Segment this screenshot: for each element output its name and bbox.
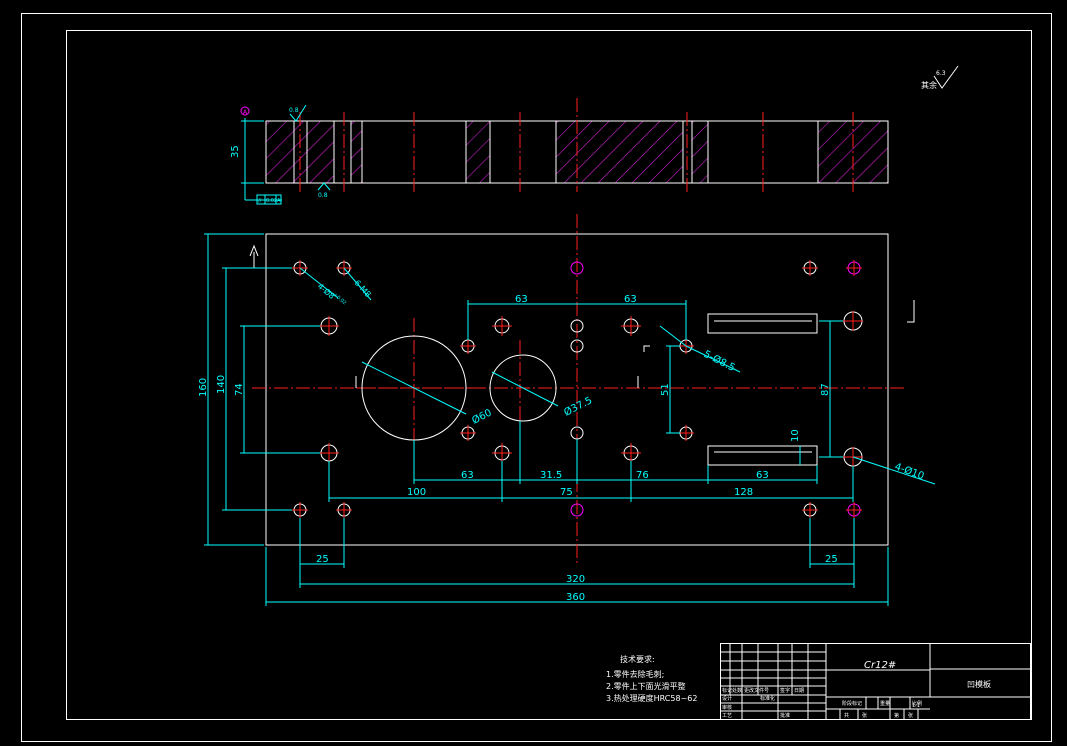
dim-overall-length: 360	[566, 592, 585, 603]
roughness-bottom: 0.8	[318, 192, 328, 199]
tb-total: 共	[844, 712, 849, 719]
tb-header-doc: 更改文件号	[744, 687, 769, 694]
tb-header-sign: 签字	[780, 687, 790, 694]
dim-big-hole: Ø60	[470, 407, 494, 427]
roughness-general-value: 6.3	[936, 70, 946, 77]
tol-value: 0.02	[266, 198, 277, 204]
dim-top-63b: 63	[624, 294, 637, 305]
dim-pin-holes-tol: +0.02	[332, 292, 348, 306]
tb-scale: 1:1	[912, 703, 920, 709]
dim-chain2-63b: 63	[756, 470, 769, 481]
dimension-lines	[204, 233, 936, 606]
dim-vertical-87: 87	[820, 383, 831, 396]
material: Cr12#	[864, 660, 896, 671]
general-roughness: 其余 6.3	[921, 65, 959, 90]
tech-requirements: 技术要求: 1.零件去除毛刺; 2.零件上下面光滑平整 3.热处理硬度HRC58…	[606, 654, 697, 703]
dim-chain-128: 128	[734, 487, 753, 498]
small-holes	[293, 261, 863, 517]
dim-inner-span-width: 74	[234, 383, 245, 396]
tb-stage: 阶段标记	[842, 700, 862, 707]
dim-thickness: 35	[230, 145, 241, 158]
dim-overall-width: 160	[198, 378, 209, 397]
roughness-symbol-icon	[933, 65, 959, 89]
dim-chain-75: 75	[560, 487, 573, 498]
tb-weight: 重量	[880, 700, 890, 707]
title-block	[720, 643, 1031, 720]
dim-slot-width: 10	[790, 429, 801, 442]
tb-sheets-2: 张	[908, 712, 913, 719]
tech-req-title: 技术要求:	[620, 654, 655, 664]
part-name: 凹模板	[967, 679, 991, 689]
dim-left-offset: 25	[316, 554, 329, 565]
tb-header-date: 日期	[794, 688, 804, 694]
dim-hole-span-length: 320	[566, 574, 585, 585]
dim-hole-span-width: 140	[216, 375, 227, 394]
tb-scale-label: 比例	[912, 700, 922, 707]
dim-chain2-31-5: 31.5	[540, 470, 562, 481]
dim-top-63a: 63	[515, 294, 528, 305]
section-view: 35 A // 0.02 A 0.8 0.8	[230, 98, 889, 205]
dim-bolt-holes: 4-Ø10	[893, 461, 926, 483]
tb-page: 第	[894, 712, 899, 719]
roughness-top-icon	[289, 104, 307, 122]
tb-std: 标准化	[760, 695, 775, 702]
tb-header-mark: 标记	[722, 687, 732, 694]
tol-datum: A	[277, 198, 281, 204]
plan-view	[249, 214, 915, 566]
dim-mid-hole: Ø37.5	[562, 394, 594, 418]
roughness-bottom-icon	[317, 182, 331, 191]
dim-right-offset: 25	[825, 554, 838, 565]
dim-small-holes: 5-Ø8.5	[702, 348, 738, 374]
tech-req-item-3: 3.热处理硬度HRC58~62	[606, 693, 697, 703]
tb-row-process: 工艺	[722, 713, 732, 719]
tol-symbol: //	[258, 198, 262, 204]
outer-frame	[21, 13, 1052, 742]
tb-approve: 批准	[780, 712, 790, 719]
dim-chain-100: 100	[407, 487, 426, 498]
roughness-top: 0.8	[289, 107, 299, 114]
inner-frame	[66, 30, 1032, 720]
hole-37-5	[489, 354, 557, 422]
dim-chain2-76: 76	[636, 470, 649, 481]
tb-row-review: 审核	[722, 704, 732, 711]
dim-thread-holes: 6-M8	[353, 278, 373, 299]
roughness-general-label: 其余	[921, 80, 937, 90]
tb-sheets-1: 张	[862, 712, 867, 719]
tech-req-item-1: 1.零件去除毛刺;	[606, 669, 664, 679]
tech-req-item-2: 2.零件上下面光滑平整	[606, 681, 686, 691]
datum-a-icon	[240, 106, 250, 116]
tb-row-design: 设计	[722, 695, 732, 702]
dim-vertical-51: 51	[660, 383, 671, 396]
datum-label: A	[243, 109, 248, 116]
dim-chain2-63a: 63	[461, 470, 474, 481]
tb-header-count: 处数	[732, 687, 742, 694]
